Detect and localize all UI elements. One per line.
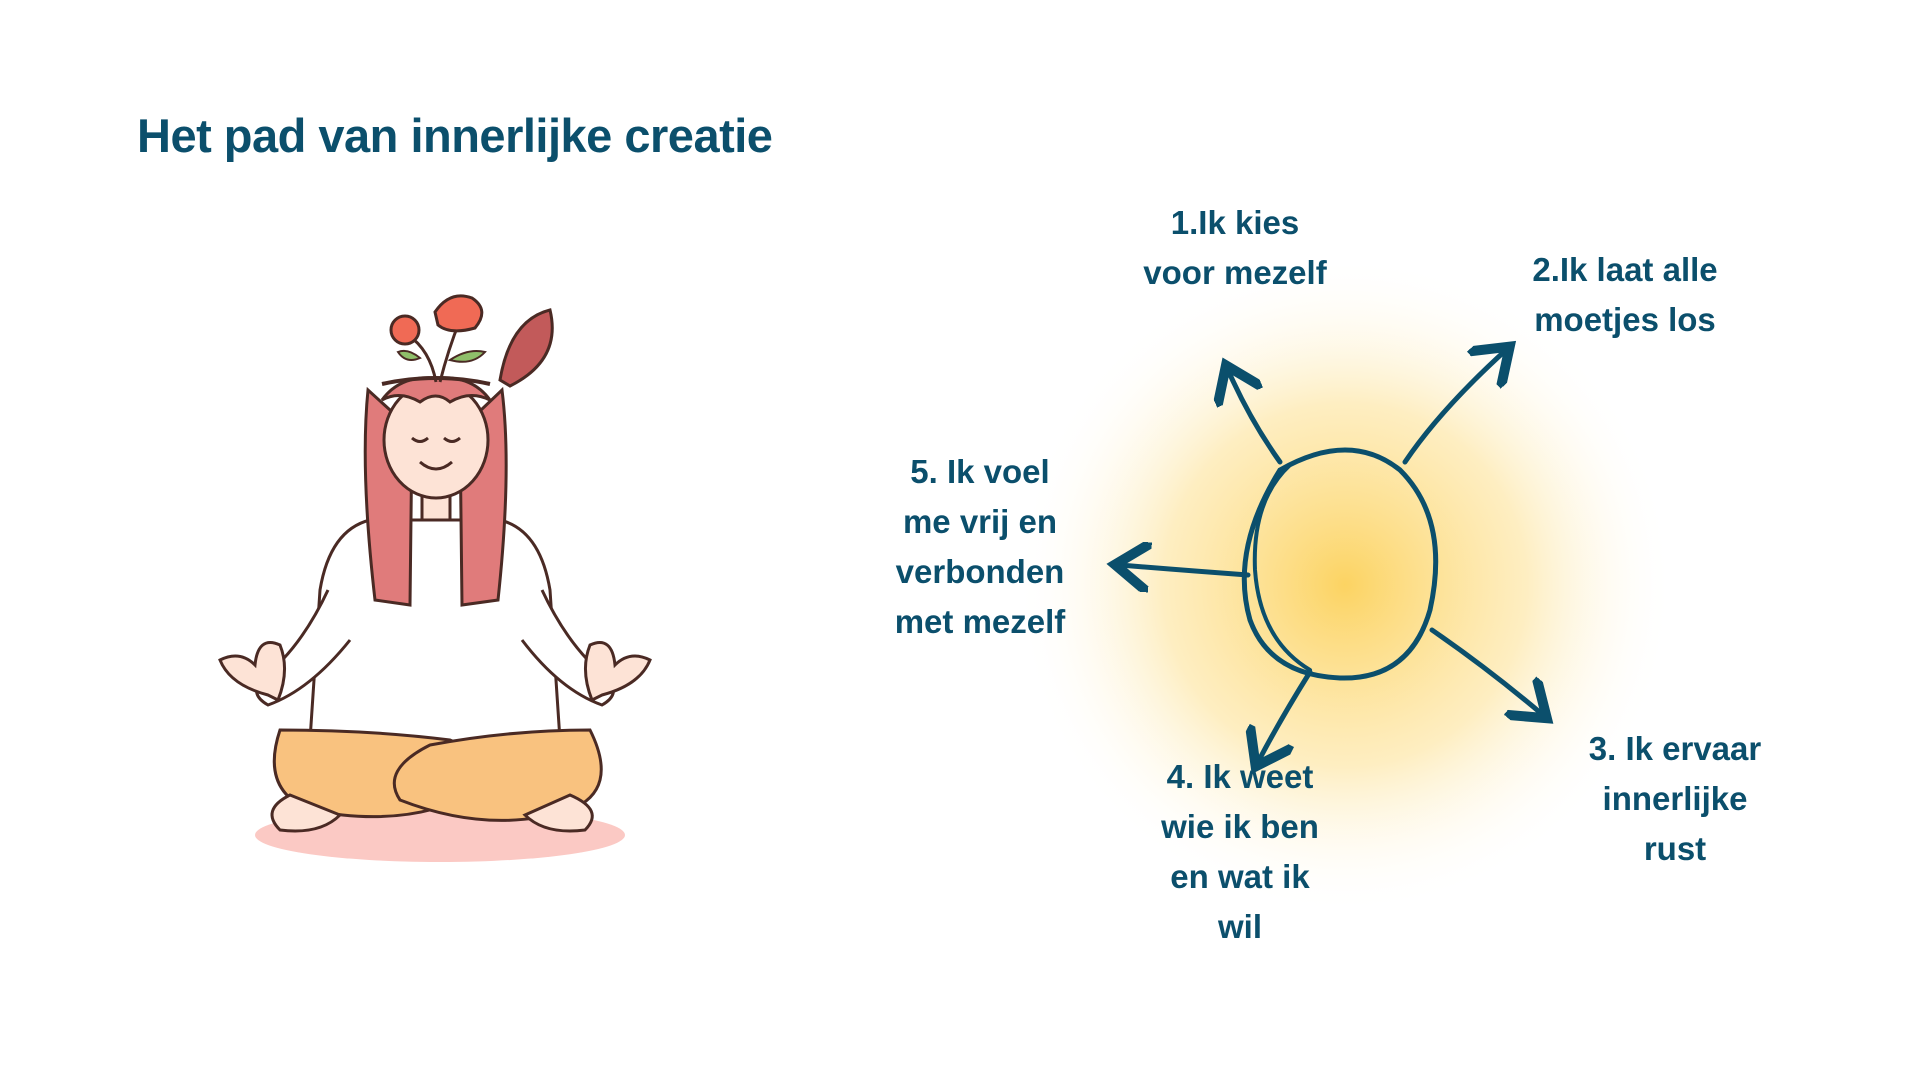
sun-diagram — [1015, 255, 1675, 915]
arrow-5 — [1120, 565, 1251, 575]
step-5-label: 5. Ik voel me vrij en verbonden met meze… — [894, 453, 1066, 640]
sun-circle-icon — [1241, 447, 1439, 681]
arrow-3 — [1429, 627, 1543, 715]
sun-glow — [1015, 255, 1675, 915]
page-title: Het pad van innerlijke creatie — [137, 109, 773, 162]
step-2-label: 2.Ik laat alle moetjes los — [1532, 251, 1718, 338]
step-1-label: 1.Ik kies voor mezelf — [1143, 204, 1327, 291]
arrow-1 — [1228, 370, 1283, 465]
step-4-label: 4. Ik weet wie ik ben en wat ik wil — [1161, 758, 1319, 945]
arrow-2 — [1402, 350, 1506, 465]
step-3-label: 3. Ik ervaar innerlijke rust — [1588, 730, 1762, 867]
arrow-4 — [1258, 669, 1313, 762]
meditating-woman-flower-head-icon — [218, 294, 652, 862]
